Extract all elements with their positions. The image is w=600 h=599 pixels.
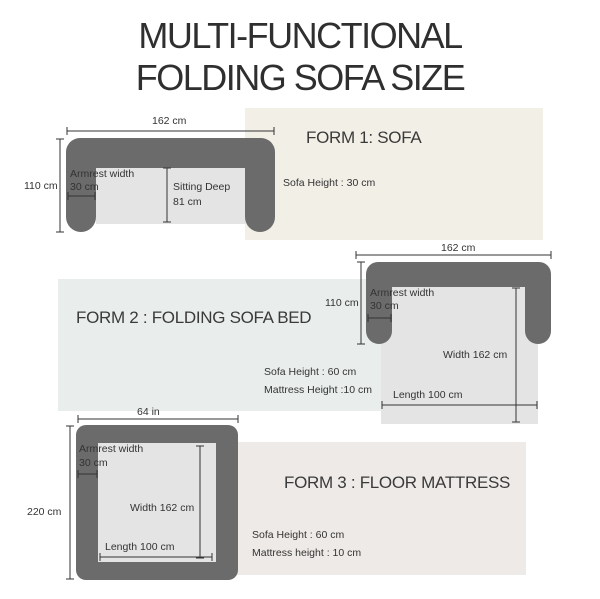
form3-inner-length: Length 100 cm xyxy=(105,541,175,553)
form2-title: FORM 2 : FOLDING SOFA BED xyxy=(76,308,312,327)
form3-sofa-height: Sofa Height : 60 cm xyxy=(252,529,345,541)
form3-background xyxy=(228,442,526,575)
form2-background xyxy=(58,279,424,411)
form2-mattress xyxy=(381,287,538,424)
form1-title: FORM 1: SOFA xyxy=(306,128,422,147)
form3-width-label: 64 in xyxy=(137,406,160,418)
title-line-2: FOLDING SOFA SIZE xyxy=(135,57,466,98)
form1-height-label: 110 cm xyxy=(24,180,58,192)
form2-mattress-height: Mattress Height :10 cm xyxy=(264,384,372,396)
form2-right-arm xyxy=(525,280,551,344)
form2-width-label: 162 cm xyxy=(441,242,476,254)
form1-background xyxy=(245,108,543,240)
form3-armrest-label: Armrest width xyxy=(79,443,144,455)
form1-sitting-value: 81 cm xyxy=(173,196,202,208)
form1-right-arm xyxy=(245,160,275,232)
form1-seat xyxy=(96,166,246,224)
form2-sofa-height: Sofa Height : 60 cm xyxy=(264,366,357,378)
form3-inner-width: Width 162 cm xyxy=(130,502,195,514)
form2-inner-width: Width 162 cm xyxy=(443,349,508,361)
form3-title: FORM 3 : FLOOR MATTRESS xyxy=(284,473,511,492)
form2-backrest xyxy=(366,262,551,287)
form3-mattress xyxy=(98,443,216,562)
form1-sitting-label: Sitting Deep xyxy=(173,181,231,193)
form1-armrest-label: Armrest width xyxy=(70,168,135,180)
form3-height-label: 220 cm xyxy=(27,506,62,518)
form3-armrest-value: 30 cm xyxy=(79,457,108,469)
title-line-1: MULTI-FUNCTIONAL xyxy=(138,15,463,56)
form1-armrest-value: 30 cm xyxy=(70,181,99,193)
form1-backrest xyxy=(66,138,275,168)
form2-height-label: 110 cm xyxy=(325,297,359,309)
form2-armrest-value: 30 cm xyxy=(370,300,399,312)
form3-mattress-height: Mattress height : 10 cm xyxy=(252,547,362,559)
form2-left-arm xyxy=(366,280,392,344)
form1-sofa-height: Sofa Height : 30 cm xyxy=(283,177,376,189)
form2-inner-length: Length 100 cm xyxy=(393,389,463,401)
form2-armrest-label: Armrest width xyxy=(370,287,435,299)
form1-width-label: 162 cm xyxy=(152,115,187,127)
